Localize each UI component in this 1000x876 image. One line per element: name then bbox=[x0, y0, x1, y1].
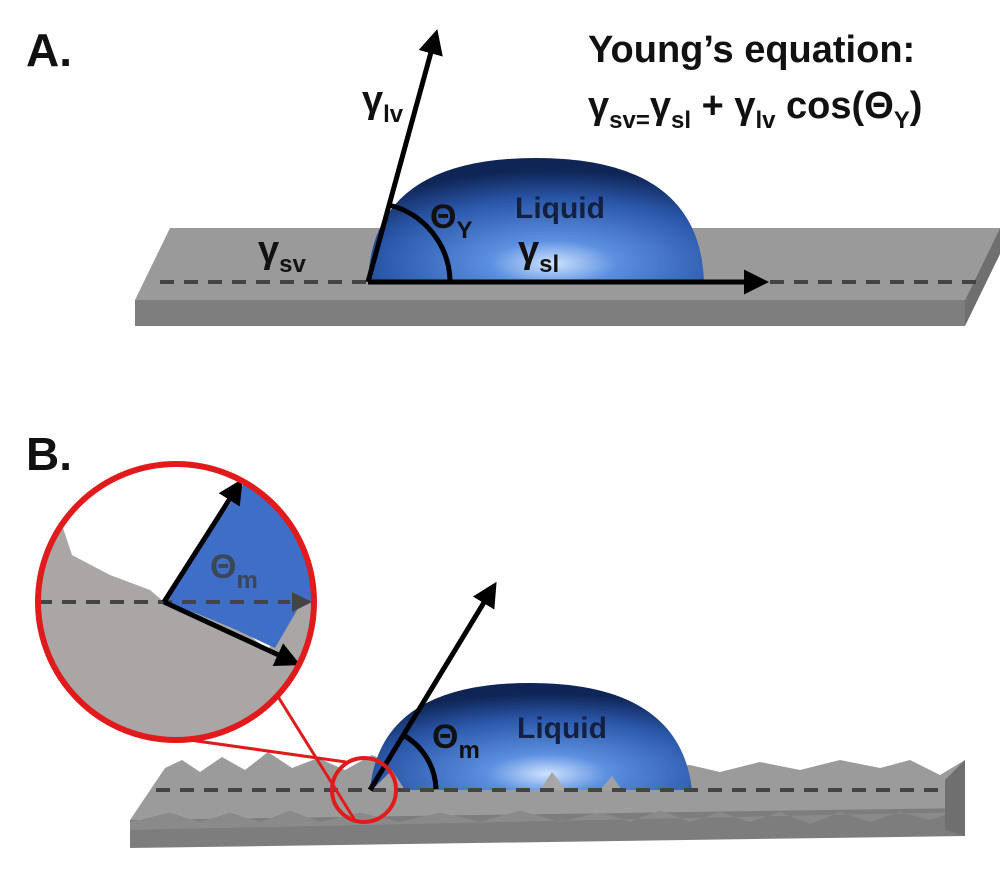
rough-surface-edge bbox=[130, 808, 965, 830]
theta-m-arc bbox=[401, 732, 439, 790]
inset-theta-m-label: Θm bbox=[210, 548, 258, 594]
liquid-droplet bbox=[368, 158, 704, 282]
young-equation: γsv=γsl + γlv cos(ΘY) bbox=[588, 85, 922, 134]
magnified-inset: Θm bbox=[38, 464, 314, 740]
gamma-lv-label: γlv bbox=[362, 79, 404, 128]
gamma-lv-arrow bbox=[365, 29, 443, 283]
inset-sl-arrow bbox=[162, 599, 301, 666]
theta-y-label: ΘY bbox=[430, 198, 472, 244]
gamma-sl-label: γsl bbox=[518, 229, 559, 278]
liquid-label-a: Liquid bbox=[515, 192, 605, 225]
solid-surface-front bbox=[135, 300, 965, 326]
solid-surface-side bbox=[965, 228, 1000, 326]
inset-ring bbox=[35, 461, 317, 743]
gamma-lv-arrow-b bbox=[367, 581, 497, 792]
theta-y-arc bbox=[388, 202, 453, 281]
asperity bbox=[540, 772, 566, 790]
zoom-region-circle bbox=[330, 756, 398, 824]
inset-lv-arrow bbox=[161, 478, 243, 604]
gamma-sv-label: γsv bbox=[258, 229, 306, 278]
inset-dash-arrowhead bbox=[292, 592, 312, 612]
liquid-label-b: Liquid bbox=[517, 712, 607, 745]
young-equation-title: Young’s equation: bbox=[588, 29, 915, 71]
panel-a-label: A. bbox=[26, 24, 72, 76]
theta-m-label: Θm bbox=[432, 718, 480, 764]
panel-b-label: B. bbox=[26, 428, 72, 480]
panel-a: A. Young’s equation: γsv=γsl + γlv cos(Θ… bbox=[26, 24, 1000, 326]
panel-b: B. Θm Liquid bbox=[26, 428, 965, 848]
liquid-droplet-b bbox=[370, 683, 692, 790]
rough-surface-side bbox=[945, 760, 965, 836]
inset-solid bbox=[38, 525, 314, 740]
asperity bbox=[600, 776, 622, 790]
zoom-line-lower bbox=[275, 694, 358, 823]
